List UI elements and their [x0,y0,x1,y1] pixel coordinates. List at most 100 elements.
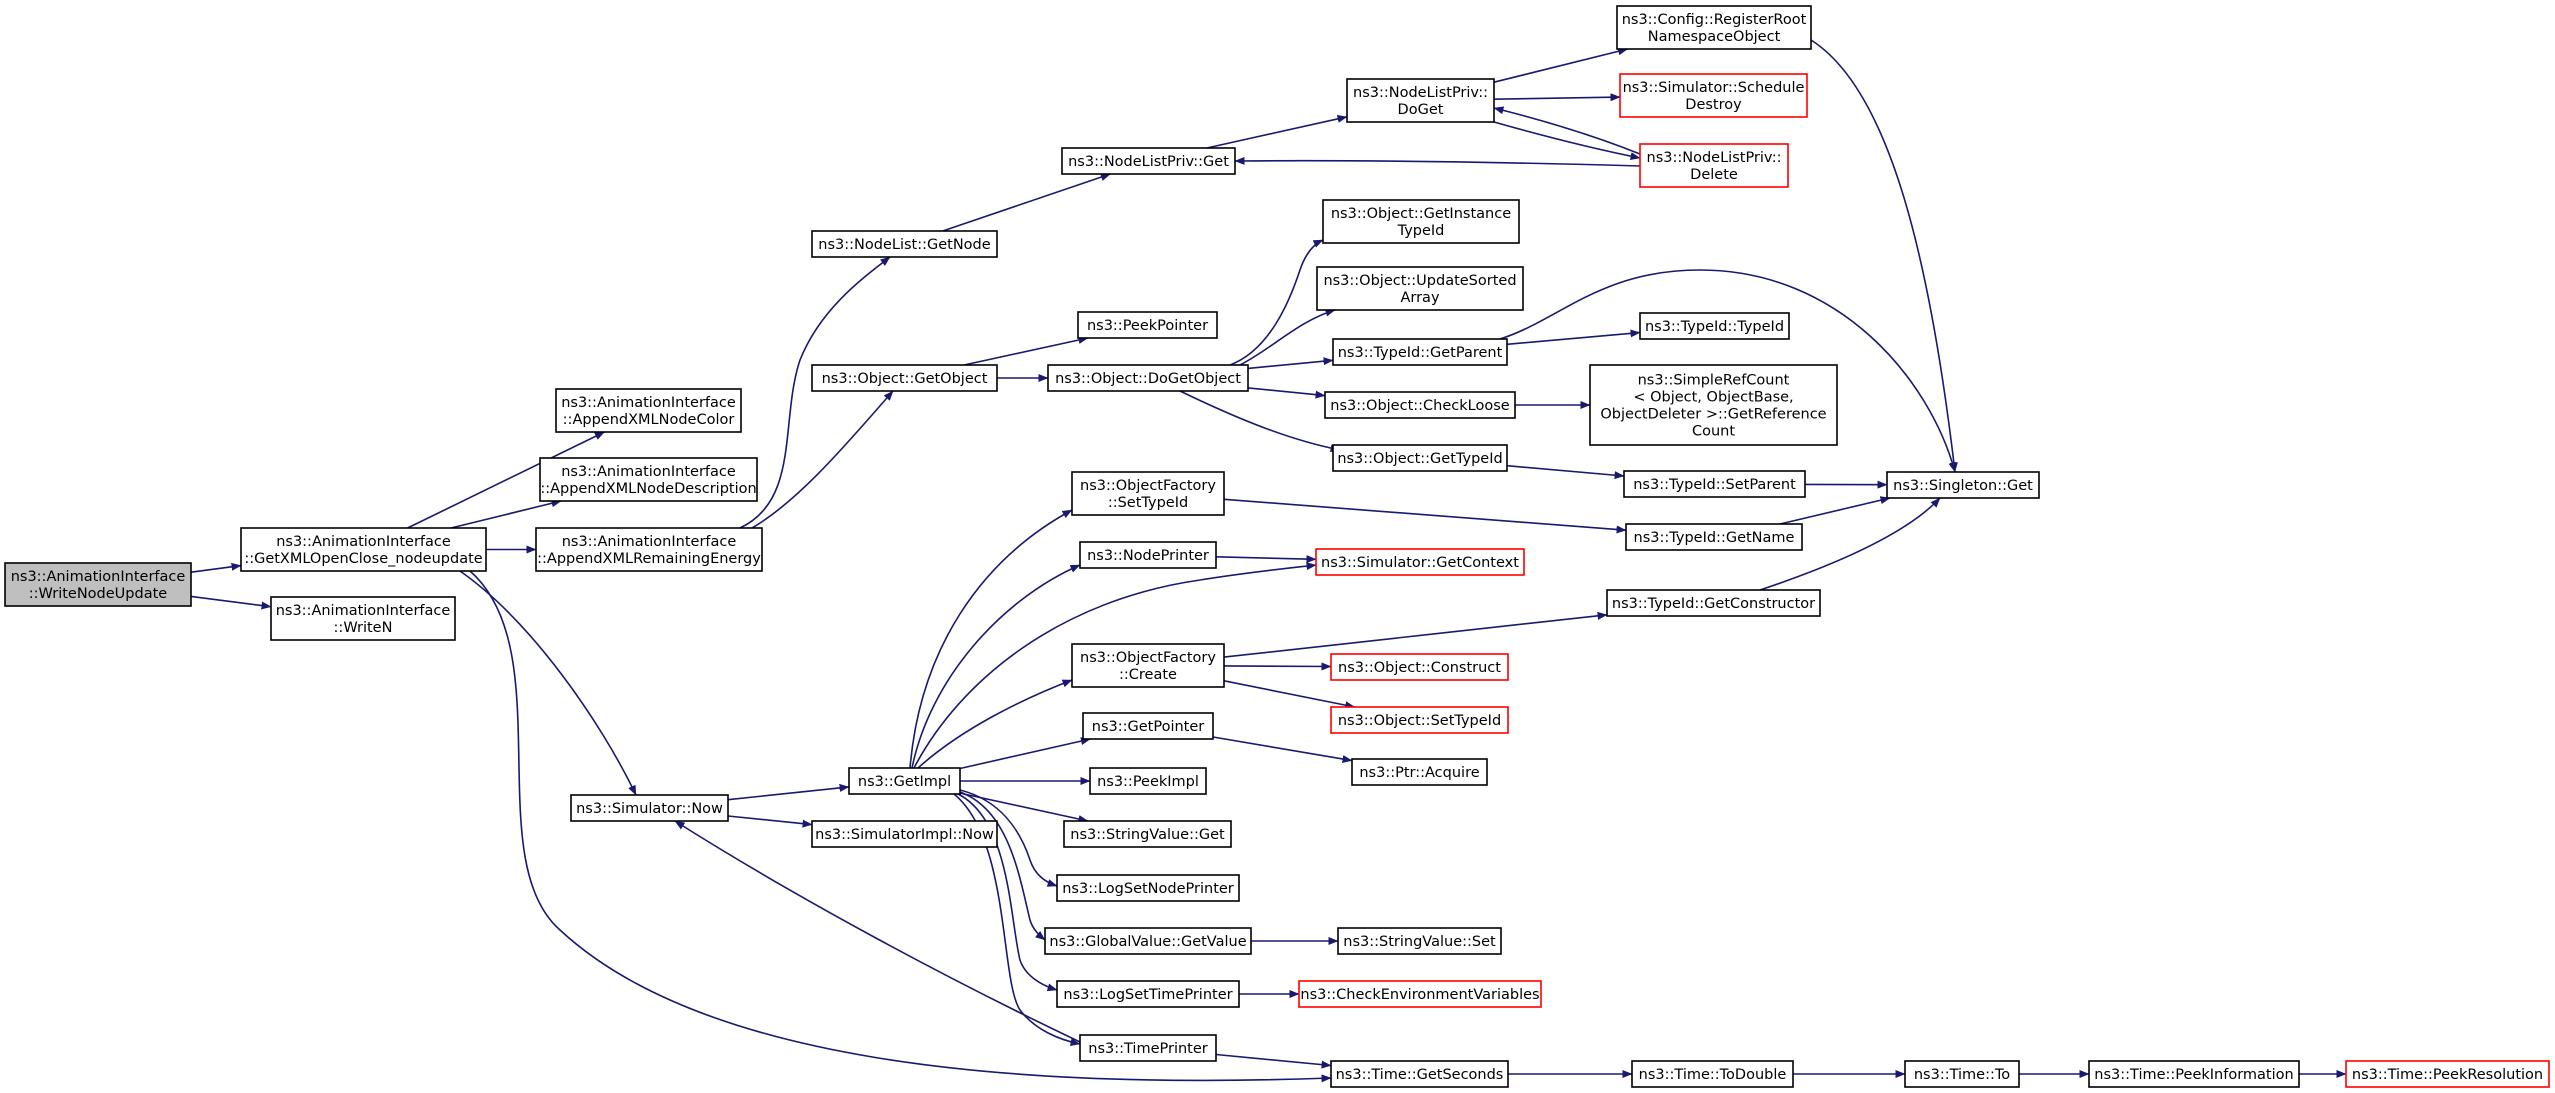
node-box[interactable] [1351,758,1488,786]
node-typeIdGetConstructor[interactable]: ns3::TypeId::GetConstructor [1606,589,1821,617]
node-timePeekResolution[interactable]: ns3::Time::PeekResolution [2345,1060,2550,1088]
node-getPointer[interactable]: ns3::GetPointer [1082,712,1214,740]
node-box[interactable] [1589,364,1838,446]
node-nodeListGetNode[interactable]: ns3::NodeList::GetNode [811,230,998,258]
node-logSetNodePrinter[interactable]: ns3::LogSetNodePrinter [1056,874,1240,902]
node-typeIdTypeId[interactable]: ns3::TypeId::TypeId [1639,312,1790,340]
node-box[interactable] [1330,1060,1509,1088]
node-box[interactable] [1298,980,1542,1008]
node-box[interactable] [1886,471,2040,499]
node-peekPointer[interactable]: ns3::PeekPointer [1077,311,1218,339]
node-box[interactable] [1056,980,1240,1008]
node-checkEnvVars[interactable]: ns3::CheckEnvironmentVariables [1298,980,1542,1008]
node-box[interactable] [811,364,998,392]
node-appendEnergy[interactable]: ns3::AnimationInterface::AppendXMLRemain… [535,527,763,572]
node-box[interactable] [1330,706,1509,734]
node-timeToDouble[interactable]: ns3::Time::ToDouble [1631,1060,1794,1088]
node-box[interactable] [1079,541,1217,569]
node-appendDesc[interactable]: ns3::AnimationInterface::AppendXMLNodeDe… [539,457,758,502]
node-ptrAcquire[interactable]: ns3::Ptr::Acquire [1351,758,1488,786]
node-simulatorImplNow[interactable]: ns3::SimulatorImpl::Now [811,820,998,848]
node-singletonGet[interactable]: ns3::Singleton::Get [1886,471,2040,499]
node-box[interactable] [1606,589,1821,617]
node-objectGetObject[interactable]: ns3::Object::GetObject [811,364,998,392]
node-box[interactable] [240,527,487,572]
node-box[interactable] [2345,1060,2550,1088]
node-getImpl[interactable]: ns3::GetImpl [848,767,961,795]
node-timePrinter[interactable]: ns3::TimePrinter [1079,1034,1217,1062]
node-peekImpl[interactable]: ns3::PeekImpl [1089,767,1207,795]
node-box[interactable] [1056,874,1240,902]
node-box[interactable] [1639,312,1790,340]
node-box[interactable] [1631,1060,1794,1088]
node-box[interactable] [811,230,998,258]
node-box[interactable] [1324,391,1516,419]
node-typeIdGetName[interactable]: ns3::TypeId::GetName [1625,523,1803,551]
node-box[interactable] [1071,643,1225,688]
node-box[interactable] [539,457,758,502]
node-box[interactable] [1322,199,1520,244]
node-timeGetSeconds[interactable]: ns3::Time::GetSeconds [1330,1060,1509,1088]
node-box[interactable] [1337,927,1502,955]
node-box[interactable] [848,767,961,795]
node-doGetObject[interactable]: ns3::Object::DoGetObject [1047,364,1249,392]
node-box[interactable] [1044,927,1252,955]
node-checkLoose[interactable]: ns3::Object::CheckLoose [1324,391,1516,419]
node-box[interactable] [1082,712,1214,740]
node-nodePrinter[interactable]: ns3::NodePrinter [1079,541,1217,569]
node-box[interactable] [1047,364,1249,392]
node-box[interactable] [4,562,192,607]
node-box[interactable] [1063,820,1232,848]
node-box[interactable] [1089,767,1207,795]
node-objectFactorySetTypeId[interactable]: ns3::ObjectFactory::SetTypeId [1071,471,1225,516]
node-appendColor[interactable]: ns3::AnimationInterface::AppendXMLNodeCo… [555,388,742,433]
node-logSetTimePrinter[interactable]: ns3::LogSetTimePrinter [1056,980,1240,1008]
node-box[interactable] [1904,1060,2020,1088]
node-writeNodeUpdate[interactable]: ns3::AnimationInterface::WriteNodeUpdate [4,562,192,607]
node-box[interactable] [1077,311,1218,339]
node-box[interactable] [1619,73,1808,118]
node-nodeListPrivDelete[interactable]: ns3::NodeListPriv::Delete [1639,143,1789,188]
node-box[interactable] [1079,1034,1217,1062]
node-timeTo[interactable]: ns3::Time::To [1904,1060,2020,1088]
node-box[interactable] [270,596,456,641]
node-box[interactable] [1071,471,1225,516]
node-globalValueGetValue[interactable]: ns3::GlobalValue::GetValue [1044,927,1252,955]
node-nodeListPrivGet[interactable]: ns3::NodeListPriv::Get [1061,147,1236,175]
node-simGetContext[interactable]: ns3::Simulator::GetContext [1315,548,1525,576]
node-nodeListPrivDoGet[interactable]: ns3::NodeListPriv::DoGet [1346,78,1495,123]
node-box[interactable] [1625,523,1803,551]
node-box[interactable] [570,794,729,822]
node-box[interactable] [1616,5,1812,50]
node-box[interactable] [1330,653,1509,681]
node-typeIdGetParent[interactable]: ns3::TypeId::GetParent [1332,338,1508,366]
node-box[interactable] [1639,143,1789,188]
node-box[interactable] [1061,147,1236,175]
node-box[interactable] [1623,470,1806,498]
node-box[interactable] [1316,266,1524,311]
node-objectFactoryCreate[interactable]: ns3::ObjectFactory::Create [1071,643,1225,688]
node-timePeekInformation[interactable]: ns3::Time::PeekInformation [2088,1060,2300,1088]
node-box[interactable] [1332,444,1508,472]
node-objectGetTypeId[interactable]: ns3::Object::GetTypeId [1332,444,1508,472]
node-box[interactable] [535,527,763,572]
node-typeIdSetParent[interactable]: ns3::TypeId::SetParent [1623,470,1806,498]
node-box[interactable] [1315,548,1525,576]
node-box[interactable] [2088,1060,2300,1088]
node-writeN[interactable]: ns3::AnimationInterface::WriteN [270,596,456,641]
node-stringValueGet[interactable]: ns3::StringValue::Get [1063,820,1232,848]
node-objectConstruct[interactable]: ns3::Object::Construct [1330,653,1509,681]
node-simNow[interactable]: ns3::Simulator::Now [570,794,729,822]
node-box[interactable] [1346,78,1495,123]
node-objectSetTypeId[interactable]: ns3::Object::SetTypeId [1330,706,1509,734]
node-box[interactable] [811,820,998,848]
node-simpleRefCount[interactable]: ns3::SimpleRefCount< Object, ObjectBase,… [1589,364,1838,446]
node-box[interactable] [555,388,742,433]
node-getXMLOpenClose[interactable]: ns3::AnimationInterface::GetXMLOpenClose… [240,527,487,572]
node-stringValueSet[interactable]: ns3::StringValue::Set [1337,927,1502,955]
node-box[interactable] [1332,338,1508,366]
